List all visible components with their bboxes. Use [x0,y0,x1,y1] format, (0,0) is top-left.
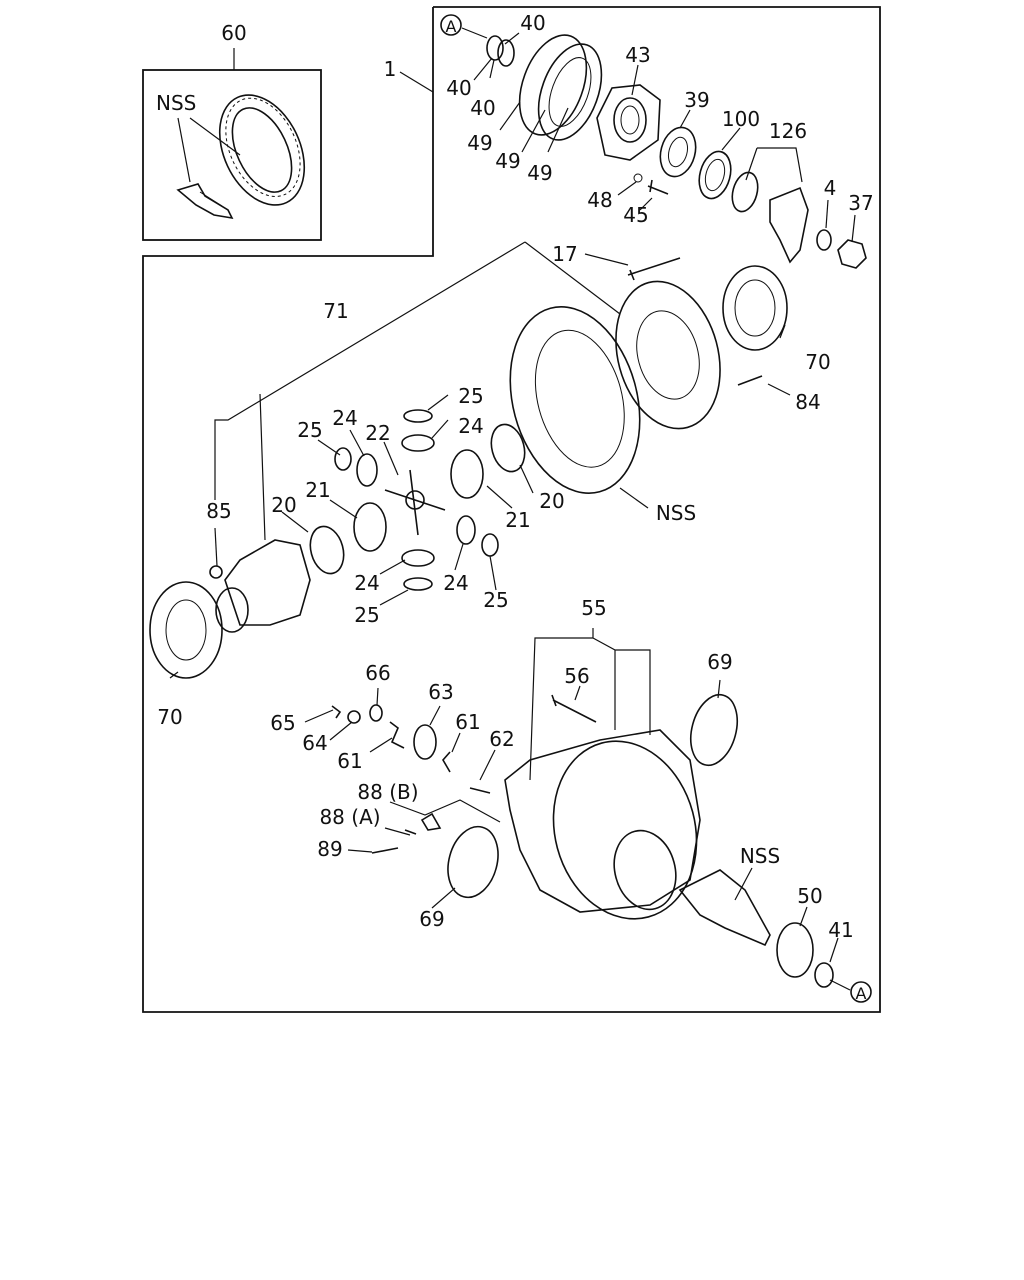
label-49-a: 49 [467,131,492,155]
label-21-right: 21 [505,508,530,532]
leader-lines [169,27,856,991]
label-17: 17 [552,242,577,266]
label-63: 63 [428,680,453,704]
label-60: 60 [221,21,246,45]
label-25-bottom-right: 25 [483,588,508,612]
label-55: 55 [581,596,606,620]
part-labels: 60 NSS 1 40 40 40 49 49 49 43 39 100 126… [156,11,874,942]
label-22: 22 [365,421,390,445]
label-40-top: 40 [520,11,545,35]
pinion-cage-assembly-drawing [486,34,867,269]
label-61-right: 61 [455,710,480,734]
label-nss-inset: NSS [156,91,196,115]
label-40-bottom: 40 [470,96,495,120]
label-25-top: 25 [458,384,483,408]
label-49-c: 49 [527,161,552,185]
label-24-bottom-right: 24 [443,571,468,595]
label-39: 39 [684,88,709,112]
label-49-b: 49 [495,149,520,173]
label-21-left: 21 [305,478,330,502]
label-nss-ring: NSS [656,501,696,525]
differential-case-drawing [149,257,788,679]
label-61-left: 61 [337,749,362,773]
label-4: 4 [824,176,837,200]
label-66: 66 [365,661,390,685]
label-43: 43 [625,43,650,67]
label-50: 50 [797,884,822,908]
callout-marker-top: A [440,14,462,36]
label-25-bottom-left: 25 [354,603,379,627]
label-126: 126 [769,119,807,143]
label-48: 48 [587,188,612,212]
label-20-left: 20 [271,493,296,517]
label-70-right: 70 [805,350,830,374]
label-56: 56 [564,664,589,688]
label-84: 84 [795,390,820,414]
label-41: 41 [828,918,853,942]
label-25-left: 25 [297,418,322,442]
label-64: 64 [302,731,327,755]
svg-text:A: A [856,984,867,1003]
inset-ring-pinion-drawing [176,94,306,220]
carrier-housing-drawing [331,693,834,988]
label-45: 45 [623,203,648,227]
label-24-bottom-left: 24 [354,571,379,595]
label-69-bottom: 69 [419,907,444,931]
diagram-frame [142,6,881,1013]
label-65: 65 [270,711,295,735]
label-20-right: 20 [539,489,564,513]
label-69-right: 69 [707,650,732,674]
label-nss-pinion: NSS [740,844,780,868]
label-24-top-left: 24 [332,406,357,430]
label-88a: 88 (A) [319,805,380,829]
label-100: 100 [722,107,760,131]
label-40-left: 40 [446,76,471,100]
label-89: 89 [317,837,342,861]
label-62: 62 [489,727,514,751]
label-70-left: 70 [157,705,182,729]
label-71: 71 [323,299,348,323]
svg-text:A: A [446,17,457,36]
label-37: 37 [848,191,873,215]
label-1: 1 [384,57,397,81]
label-85: 85 [206,499,231,523]
label-24-top-right: 24 [458,414,483,438]
callout-marker-bottom: A [850,981,872,1003]
label-88b: 88 (B) [357,780,418,804]
